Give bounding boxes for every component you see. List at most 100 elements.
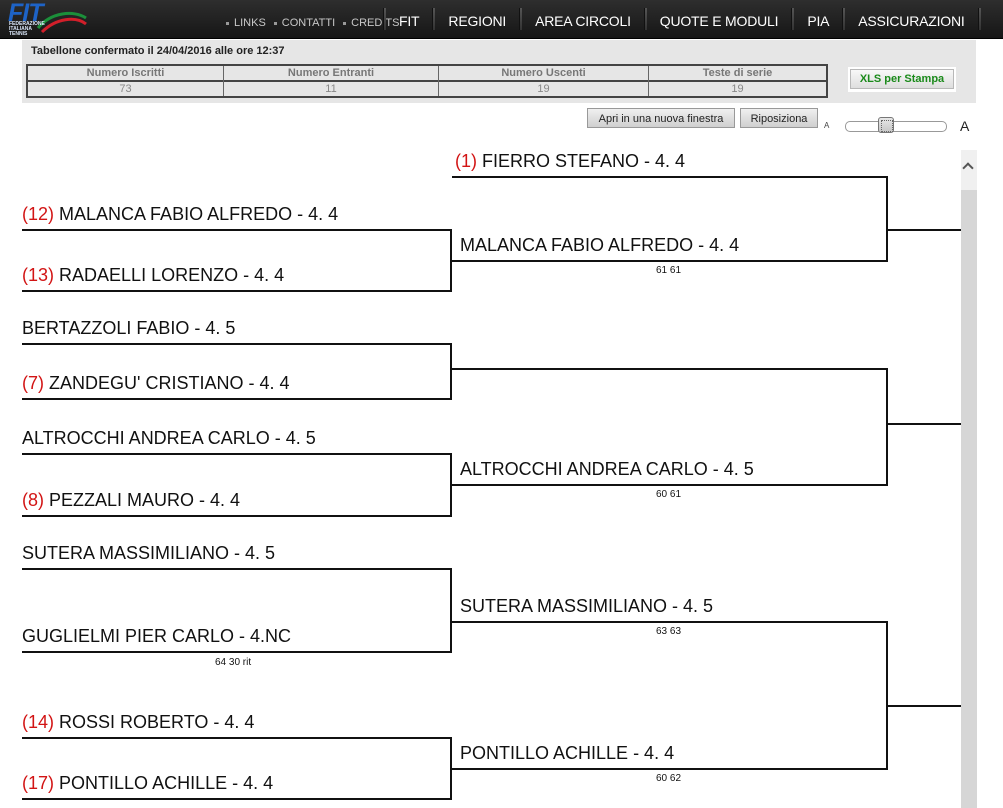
player-r1-8[interactable]: GUGLIELMI PIER CARLO - 4.NC [22,626,292,646]
bracket-line [452,621,888,623]
nav-separator [432,8,436,30]
player-r2-4[interactable]: SUTERA MASSIMILIANO - 4. 5 [460,596,714,616]
player-r1-7[interactable]: SUTERA MASSIMILIANO - 4. 5 [22,543,276,563]
bracket-line [888,705,961,707]
match-score: 61 61 [656,265,682,276]
bracket-line [452,768,888,770]
zoom-in-label: A [960,118,970,134]
bracket-line [22,290,452,292]
player-r1-2[interactable]: (13) RADAELLI LORENZO - 4. 4 [22,265,285,285]
bracket-line [450,343,452,400]
bullet-icon [226,21,229,25]
nav-separator [519,8,523,30]
link-contatti[interactable]: CONTATTI [273,17,335,29]
bracket-line [888,229,961,231]
zoom-slider-track[interactable] [845,121,947,132]
bracket-line [452,260,888,262]
stat-uscenti: Numero Uscenti 19 [439,66,649,96]
nav-separator [791,8,795,30]
bracket-line [22,737,452,739]
top-navigation-bar: FIT FEDERAZIONE ITALIANA TENNIS LINKS CO… [0,0,1003,39]
zoom-slider-handle[interactable] [878,117,894,133]
bracket-line [450,568,452,653]
match-score: 60 62 [656,773,682,784]
bracket-line [22,343,452,345]
bracket-line [450,229,452,292]
nav-area-circoli[interactable]: AREA CIRCOLI [535,13,631,29]
logo-text: FIT [8,0,43,27]
match-score: 63 63 [656,626,682,637]
player-r1-9[interactable]: (14) ROSSI ROBERTO - 4. 4 [22,712,255,732]
bracket-line [22,515,452,517]
stat-label: Numero Uscenti [439,66,648,82]
open-new-window-button[interactable]: Apri in una nuova finestra [587,108,735,128]
bracket-summary: Tabellone confermato il 24/04/2016 alle … [22,40,976,103]
bracket-line [886,621,888,770]
player-r1-10[interactable]: (17) PONTILLO ACHILLE - 4. 4 [22,773,274,793]
xls-print-button[interactable]: XLS per Stampa [850,69,954,89]
fit-logo[interactable]: FIT FEDERAZIONE ITALIANA TENNIS [6,0,88,37]
bracket-line [886,176,888,262]
bracket-line [22,651,452,653]
bracket-line [22,229,452,231]
link-links[interactable]: LINKS [226,17,266,29]
bracket-line [22,398,452,400]
logo-swoosh-icon [36,11,87,34]
main-nav: FIT REGIONI AREA CIRCOLI QUOTE E MODULI … [383,8,981,34]
nav-separator [383,8,386,30]
bracket-line [452,484,888,486]
bracket-line [888,423,961,425]
small-links: LINKS CONTATTI CREDITS [226,17,407,29]
stat-value: 19 [537,83,550,95]
player-r2-5[interactable]: PONTILLO ACHILLE - 4. 4 [460,743,675,763]
player-r1-6[interactable]: (8) PEZZALI MAURO - 4. 4 [22,490,241,510]
bracket-line [22,568,452,570]
player-r1-4[interactable]: (7) ZANDEGU' CRISTIANO - 4. 4 [22,373,290,393]
nav-fit[interactable]: FIT [399,13,420,29]
stat-value: 19 [731,83,744,95]
bracket-line [452,368,888,370]
player-r1-1[interactable]: (12) MALANCA FABIO ALFREDO - 4. 4 [22,204,339,224]
summary-title: Tabellone confermato il 24/04/2016 alle … [31,45,285,57]
reposition-button[interactable]: Riposiziona [740,108,818,128]
bracket-line [22,798,452,800]
player-r2-3[interactable]: ALTROCCHI ANDREA CARLO - 4. 5 [460,459,754,479]
nav-assicurazioni[interactable]: ASSICURAZIONI [858,13,965,29]
nav-regioni[interactable]: REGIONI [448,13,507,29]
nav-pia[interactable]: PIA [807,13,830,29]
nav-separator [643,8,647,30]
zoom-out-label: A [824,121,830,130]
scroll-up-button[interactable] [961,150,977,190]
bracket-line [22,453,452,455]
player-r2-1[interactable]: (1) FIERRO STEFANO - 4. 4 [455,151,686,171]
xls-button-frame: XLS per Stampa [848,67,956,92]
stat-iscritti: Numero Iscritti 73 [28,66,224,96]
nav-separator [977,8,981,30]
vertical-scrollbar[interactable] [961,150,977,808]
nav-separator [842,8,846,30]
chevron-up-icon [962,162,974,174]
tournament-bracket: (12) MALANCA FABIO ALFREDO - 4. 4 (13) R… [0,140,1003,808]
match-score: 64 30 rit [215,657,252,668]
bracket-line [450,737,452,800]
bullet-icon [343,21,347,25]
link-credits[interactable]: CREDITS [343,17,399,29]
bracket-line [450,453,452,517]
stat-value: 73 [119,83,132,95]
stat-value: 11 [325,83,337,95]
bracket-line [886,368,888,486]
stats-table: Numero Iscritti 73 Numero Entranti 11 Nu… [26,64,828,98]
player-r1-5[interactable]: ALTROCCHI ANDREA CARLO - 4. 5 [22,428,316,448]
logo-subtitle: FEDERAZIONE ITALIANA TENNIS [9,21,45,37]
stat-label: Numero Iscritti [28,66,223,82]
stat-teste-di-serie: Teste di serie 19 [649,66,826,96]
bracket-line [452,176,888,178]
stat-label: Teste di serie [649,66,826,82]
stat-label: Numero Entranti [224,66,438,82]
stat-entranti: Numero Entranti 11 [224,66,439,96]
player-r2-2[interactable]: MALANCA FABIO ALFREDO - 4. 4 [460,235,740,255]
match-score: 60 61 [656,489,682,500]
player-r1-3[interactable]: BERTAZZOLI FABIO - 4. 5 [22,318,236,338]
nav-quote-e-moduli[interactable]: QUOTE E MODULI [659,13,779,29]
bullet-icon [273,21,277,25]
